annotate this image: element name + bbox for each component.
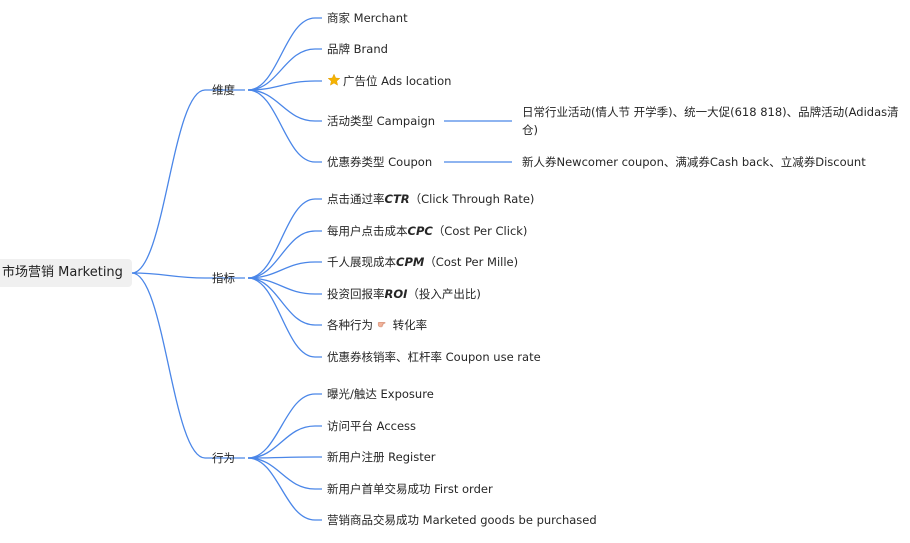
cpm-post: （Cost Per Mille) xyxy=(424,255,519,269)
ctr-post: （Click Through Rate) xyxy=(409,192,535,206)
connector-branch-1-child-4 xyxy=(247,277,322,326)
node-register[interactable]: 新用户注册 Register xyxy=(327,450,436,464)
connector-root-branch-2 xyxy=(131,272,245,459)
connector-branch-0-child-1 xyxy=(247,48,322,91)
connector-branch-1-child-5 xyxy=(247,277,322,358)
ctr-abbr: CTR xyxy=(384,192,410,206)
connector-branch-0-child-3 xyxy=(247,89,322,122)
branch-behavior[interactable]: 行为 xyxy=(212,451,235,465)
branch-metrics[interactable]: 指标 xyxy=(212,271,235,285)
node-ads-location[interactable]: 广告位 Ads location xyxy=(327,73,451,89)
cpc-abbr: CPC xyxy=(407,224,433,238)
node-coupon-detail[interactable]: 新人券Newcomer coupon、满减券Cash back、立减券Disco… xyxy=(522,155,866,169)
node-access[interactable]: 访问平台 Access xyxy=(327,419,417,433)
node-exposure[interactable]: 曝光/触达 Exposure xyxy=(327,387,434,401)
cpm-pre: 千人展现成本 xyxy=(327,255,396,269)
connector-branch-2-child-4 xyxy=(247,457,322,521)
connector-branch-2-child-3 xyxy=(247,457,322,490)
node-roi[interactable]: 投资回报率ROI（投入产出比) xyxy=(327,286,481,302)
connector-root-branch-1 xyxy=(131,272,245,279)
connector-branch-2-child-0 xyxy=(247,393,322,459)
connector-branch-1-child-1 xyxy=(247,230,322,279)
connector-branch-0-child-2 xyxy=(247,80,322,91)
conversion-pre: 各种行为 xyxy=(327,318,373,332)
roi-abbr: ROI xyxy=(384,287,408,301)
ctr-pre: 点击通过率 xyxy=(327,192,385,206)
connector-branch-2-child-1 xyxy=(247,425,322,459)
roi-pre: 投资回报率 xyxy=(327,287,385,301)
roi-post: （投入产出比) xyxy=(407,287,481,301)
star-icon xyxy=(327,73,341,86)
connector-root-branch-0 xyxy=(131,89,245,274)
node-first-order[interactable]: 新用户首单交易成功 First order xyxy=(327,482,493,496)
branch-dimension[interactable]: 维度 xyxy=(212,83,235,97)
node-campaign-detail[interactable]: 日常行业活动(情人节 开学季)、统一大促(618 818)、品牌活动(Adida… xyxy=(522,105,899,137)
node-cpc[interactable]: 每用户点击成本CPC（Cost Per Click) xyxy=(327,223,527,239)
node-ctr[interactable]: 点击通过率CTR（Click Through Rate) xyxy=(327,191,534,207)
node-coupon-use-rate[interactable]: 优惠券核销率、杠杆率 Coupon use rate xyxy=(327,350,541,364)
connector-branch-1-child-2 xyxy=(247,261,322,279)
conversion-post: 转化率 xyxy=(392,318,428,332)
pointing-hand-icon xyxy=(377,322,386,328)
cpc-pre: 每用户点击成本 xyxy=(327,224,408,238)
cpc-post: （Cost Per Click) xyxy=(432,224,528,238)
node-campaign[interactable]: 活动类型 Campaign xyxy=(327,114,436,128)
node-coupon-type[interactable]: 优惠券类型 Coupon xyxy=(327,155,433,169)
ads-location-label: 广告位 Ads location xyxy=(343,74,452,88)
connector-branch-1-child-3 xyxy=(247,277,322,295)
node-brand[interactable]: 品牌 Brand xyxy=(327,42,388,56)
node-merchant[interactable]: 商家 Merchant xyxy=(327,11,408,25)
root-node[interactable]: 市场营销 Marketing xyxy=(0,259,132,287)
connector-branch-1-child-0 xyxy=(247,198,322,279)
connector-branch-2-child-2 xyxy=(247,456,322,459)
node-conversion[interactable]: 各种行为 转化率 xyxy=(327,317,427,333)
node-purchased[interactable]: 营销商品交易成功 Marketed goods be purchased xyxy=(327,513,597,527)
connector-branch-0-child-0 xyxy=(247,17,322,91)
connector-branch-0-child-4 xyxy=(247,89,322,163)
node-cpm[interactable]: 千人展现成本CPM（Cost Per Mille) xyxy=(327,254,518,270)
cpm-abbr: CPM xyxy=(396,255,425,269)
